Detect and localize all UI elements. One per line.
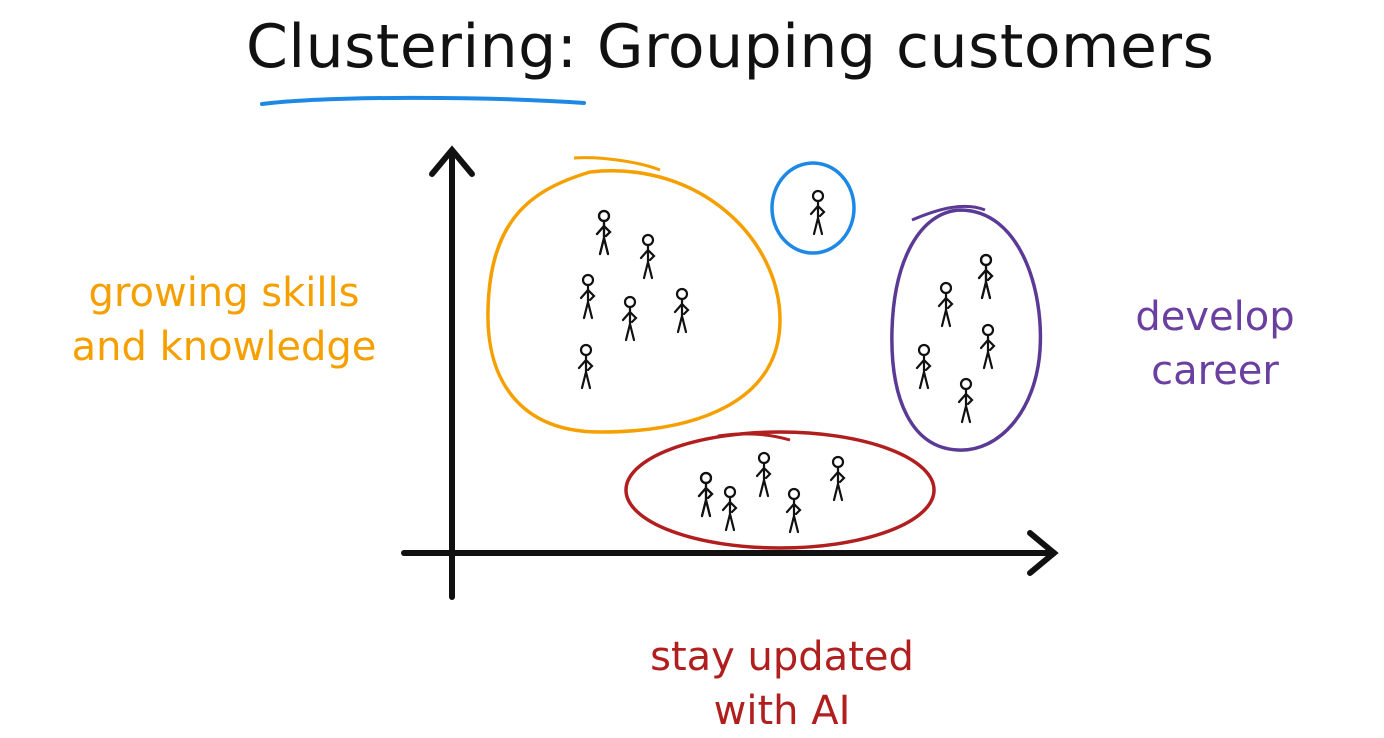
- stick-figure-icon: [639, 233, 656, 280]
- cluster-outline-ai: [624, 430, 936, 550]
- x-axis-arrowhead: [1027, 530, 1059, 576]
- stick-figure-icon: [579, 273, 596, 320]
- stick-figure-icon: [673, 287, 690, 334]
- cluster-outline-outlier: [770, 161, 856, 255]
- cluster-label-line: stay updated: [650, 634, 914, 680]
- stick-figure-icon: [809, 189, 826, 236]
- title-underline: [260, 95, 586, 106]
- cluster-label-line: develop: [1135, 294, 1295, 340]
- stick-figure-icon: [829, 455, 846, 502]
- cluster-label-skills: growing skills and knowledge: [38, 266, 410, 374]
- stick-figure-icon: [957, 377, 974, 424]
- stick-figure-icon: [937, 281, 954, 328]
- cluster-outline-career-tail: [911, 204, 986, 222]
- axes: [401, 145, 1059, 600]
- stick-figure-icon: [621, 295, 638, 342]
- stick-figure-icon: [595, 209, 612, 256]
- stick-figure-icon: [977, 253, 994, 300]
- cluster-outline-career: [890, 208, 1043, 452]
- cluster-label-career: develop career: [1110, 290, 1320, 398]
- cluster-label-line: with AI: [713, 688, 851, 734]
- stick-figure-icon: [721, 485, 738, 532]
- cluster-label-line: career: [1151, 348, 1279, 394]
- cluster-label-line: growing skills: [88, 270, 360, 316]
- stick-figure-icon: [697, 471, 714, 518]
- stick-figure-icon: [915, 343, 932, 390]
- stick-figure-icon: [785, 487, 802, 534]
- stick-figure-icon: [979, 323, 996, 370]
- cluster-label-line: and knowledge: [71, 324, 377, 370]
- stick-figure-icon: [577, 343, 594, 390]
- customers: [577, 189, 996, 534]
- y-axis-arrowhead: [429, 145, 475, 177]
- diagram-title: Clustering: Grouping customers: [246, 12, 1215, 82]
- cluster-outline-skills: [486, 169, 782, 434]
- cluster-outline-ai-tail: [717, 432, 791, 442]
- stick-figure-icon: [755, 451, 772, 498]
- cluster-label-ai: stay updated with AI: [612, 630, 952, 738]
- cluster-outline-skills-tail: [573, 156, 661, 172]
